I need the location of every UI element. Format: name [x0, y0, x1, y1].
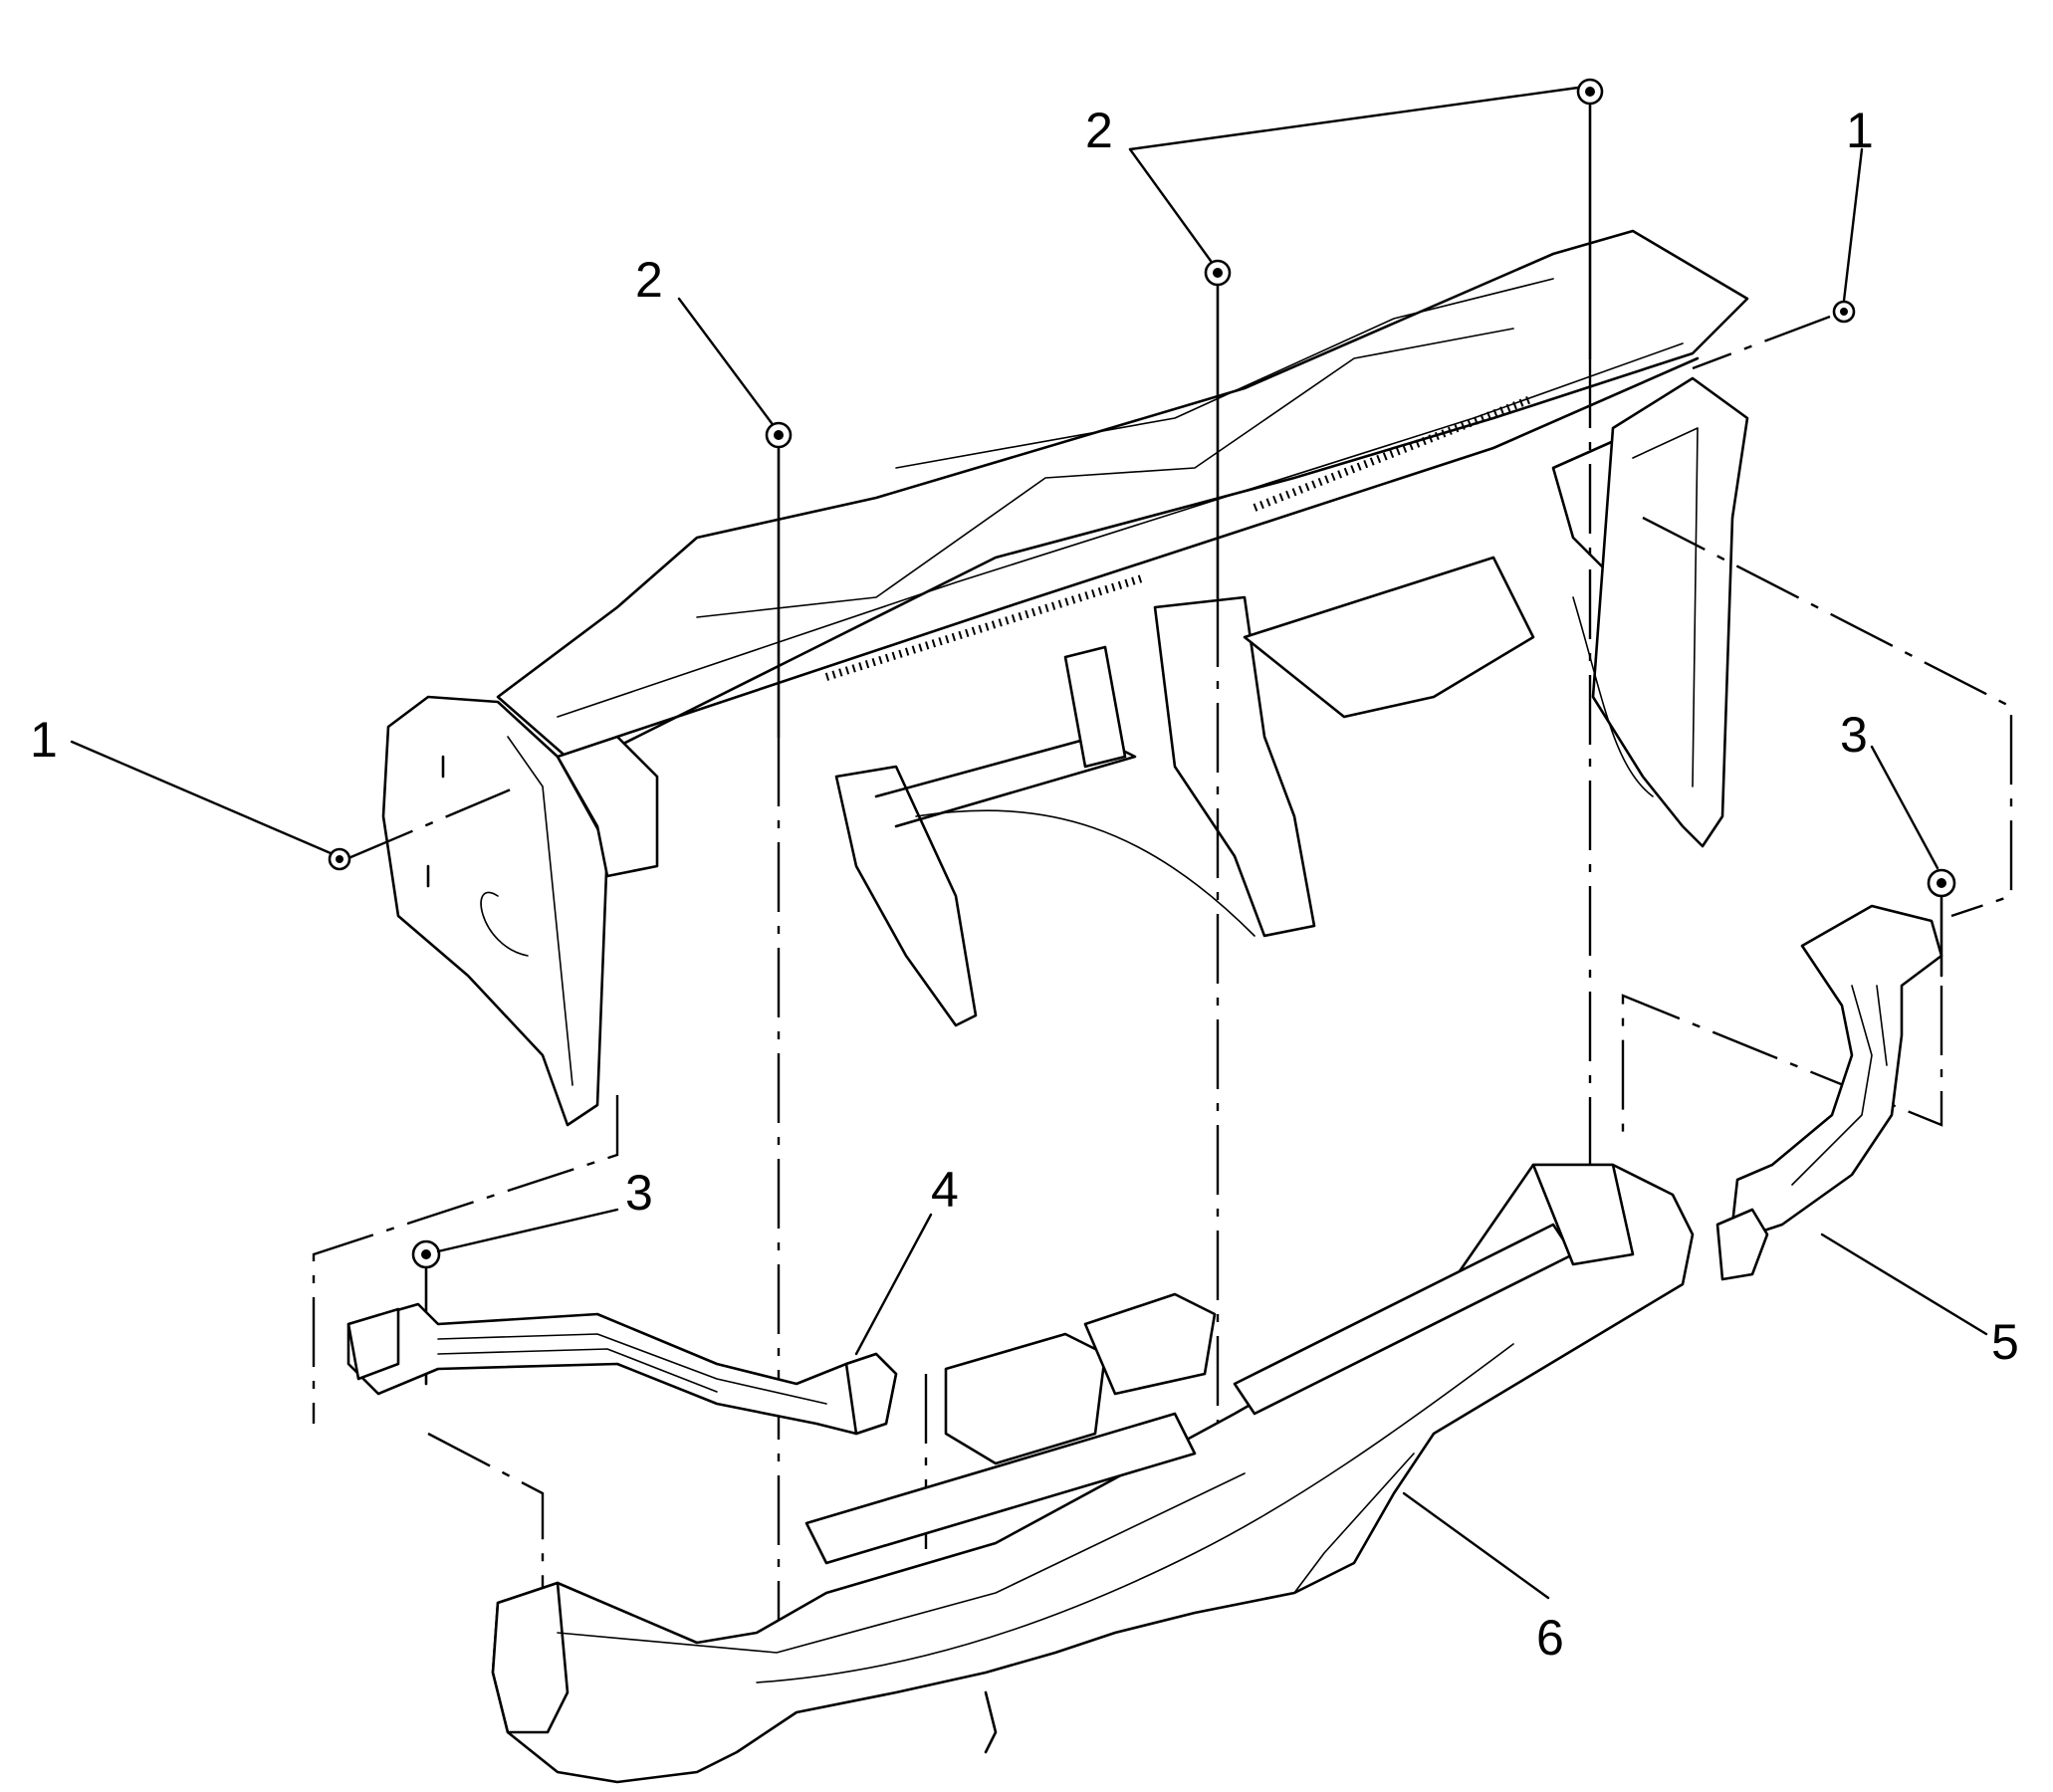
leader-lines [70, 86, 1988, 1600]
fastener-2-right [1576, 78, 1604, 106]
instrument-panel-carrier [381, 229, 1749, 1127]
callout-6: 6 [1536, 1610, 1564, 1666]
left-outlet-duct [346, 1302, 898, 1436]
callout-3-left: 3 [625, 1165, 653, 1221]
callout-5: 5 [1991, 1314, 2019, 1370]
callout-4: 4 [931, 1162, 959, 1218]
fastener-3-right [1927, 868, 1956, 898]
right-outlet-duct [1715, 904, 1943, 1281]
main-distribution-duct [491, 1163, 1695, 1784]
callout-1-right: 1 [1846, 103, 1874, 158]
callout-1-left: 1 [30, 712, 58, 768]
fastener-3-left [411, 1239, 441, 1269]
callout-2-left: 2 [635, 252, 663, 308]
fastener-1-left [328, 847, 351, 871]
fastener-1-right [1832, 300, 1856, 324]
fastener-2-left [765, 421, 793, 449]
callout-2-center: 2 [1085, 103, 1113, 158]
fastener-2-center [1204, 259, 1232, 287]
callout-3-right: 3 [1840, 707, 1868, 763]
alignment-lines [312, 315, 2013, 1643]
